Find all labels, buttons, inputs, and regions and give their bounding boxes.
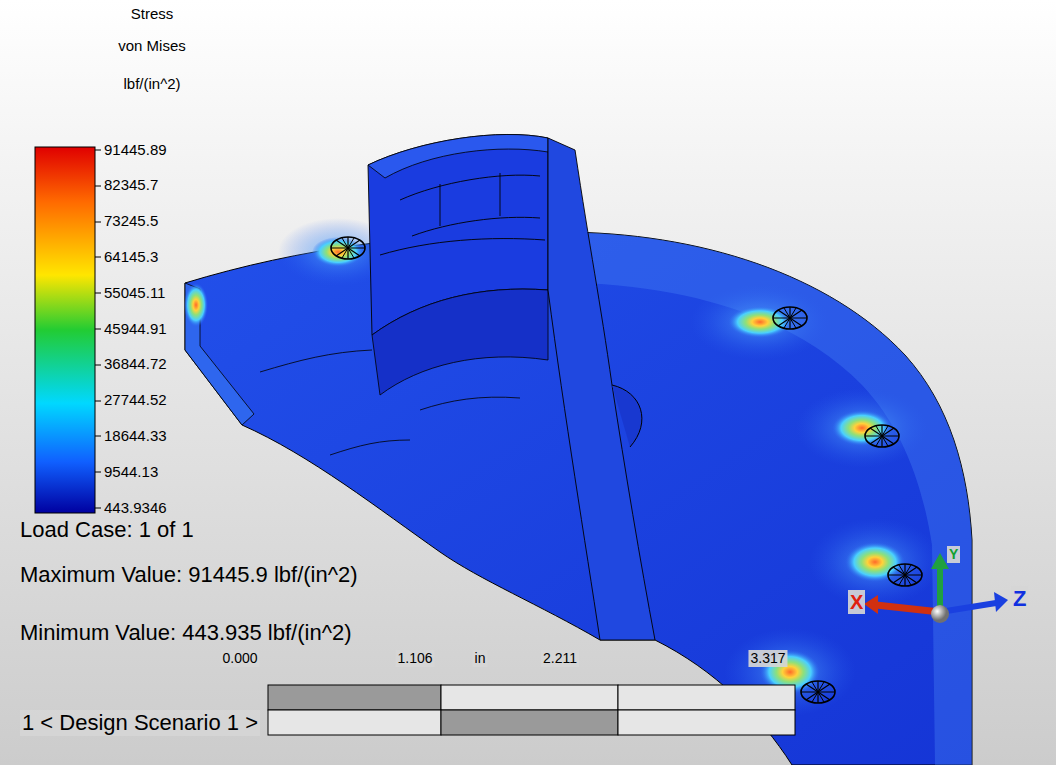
axis-label-holder: X xyxy=(848,590,865,614)
color-bar-value: 36844.72 xyxy=(104,355,167,373)
color-bar-value: 443.9346 xyxy=(104,499,167,517)
color-bar xyxy=(35,147,95,513)
color-bar-value-holder: 91445.89 xyxy=(104,141,167,159)
bolt-symbol xyxy=(773,307,807,329)
load-case-note-holder: Load Case: 1 of 1 xyxy=(20,517,194,543)
scale-value: 0.000 xyxy=(220,650,259,667)
color-bar-value-holder: 443.9346 xyxy=(104,499,167,517)
max-value-note-holder: Maximum Value: 91445.9 lbf/(in^2) xyxy=(20,562,358,588)
model-edges xyxy=(260,350,520,455)
color-bar-value-holder: 82345.7 xyxy=(104,176,158,194)
axis-label-holder: Y xyxy=(947,546,960,563)
legend-unit-holder: lbf/(in^2) xyxy=(123,75,180,93)
max-value-note: Maximum Value: 91445.9 lbf/(in^2) xyxy=(20,562,358,588)
axis-triad xyxy=(864,553,1008,623)
bolt-symbol xyxy=(331,237,365,259)
min-value-note: Minimum Value: 443.935 lbf/(in^2) xyxy=(20,620,352,646)
color-bar-value: 9544.13 xyxy=(104,463,158,481)
axis-label: Y xyxy=(947,546,960,563)
hub-bore xyxy=(372,289,548,395)
scale-value: 3.317 xyxy=(748,650,787,667)
legend-unit: lbf/(in^2) xyxy=(123,75,180,93)
color-bar-ticks xyxy=(95,150,101,508)
color-bar-value: 91445.89 xyxy=(104,141,167,159)
bolt-symbol xyxy=(865,425,899,447)
color-bar-value-holder: 27744.52 xyxy=(104,391,167,409)
scenario-note: 1 < Design Scenario 1 > xyxy=(20,710,260,736)
color-bar-value: 18644.33 xyxy=(104,427,167,445)
color-bar-value: 82345.7 xyxy=(104,176,158,194)
color-bar-value: 73245.5 xyxy=(104,212,158,230)
bore-notch xyxy=(612,385,642,447)
color-bar-value: 27744.52 xyxy=(104,391,167,409)
hub-rim xyxy=(368,134,548,178)
legend-heading-holder: von Mises xyxy=(118,37,186,55)
axis-label: Z xyxy=(1011,586,1028,612)
scale-bar xyxy=(268,685,795,735)
color-bar-value-holder: 64145.3 xyxy=(104,248,158,266)
color-bar-value-holder: 55045.11 xyxy=(104,284,165,302)
scale-unit-holder: in xyxy=(473,650,488,667)
scenario-note-holder: 1 < Design Scenario 1 > xyxy=(20,710,260,736)
color-bar-value-holder: 45944.91 xyxy=(104,320,167,338)
color-bar-value-holder: 73245.5 xyxy=(104,212,158,230)
legend-heading-holder: Stress xyxy=(131,5,174,23)
scale-value-holder: 1.106 xyxy=(395,650,434,667)
color-bar-value-holder: 36844.72 xyxy=(104,355,167,373)
color-bar-value: 64145.3 xyxy=(104,248,158,266)
flange-end-face xyxy=(185,283,254,425)
bolt-symbol xyxy=(888,564,922,586)
color-bar-value: 55045.11 xyxy=(104,284,165,302)
scale-value: 1.106 xyxy=(395,650,434,667)
hub-edges xyxy=(380,173,545,255)
scale-value-holder: 2.211 xyxy=(541,650,579,667)
axis-label-holder: Z xyxy=(1011,586,1028,612)
color-bar-value-holder: 18644.33 xyxy=(104,427,167,445)
scale-unit: in xyxy=(473,650,488,667)
load-case-note: Load Case: 1 of 1 xyxy=(20,517,194,543)
axis-label: X xyxy=(848,590,865,614)
scale-value-holder: 3.317 xyxy=(748,650,787,667)
color-bar-value: 45944.91 xyxy=(104,320,167,338)
legend-heading: Stress xyxy=(131,5,174,23)
scale-value-holder: 0.000 xyxy=(220,650,259,667)
section-face xyxy=(548,138,655,640)
legend-heading: von Mises xyxy=(118,37,186,55)
bolt-symbol xyxy=(801,681,835,703)
scale-value: 2.211 xyxy=(541,650,579,667)
color-bar-value-holder: 9544.13 xyxy=(104,463,158,481)
min-value-note-holder: Minimum Value: 443.935 lbf/(in^2) xyxy=(20,620,352,646)
